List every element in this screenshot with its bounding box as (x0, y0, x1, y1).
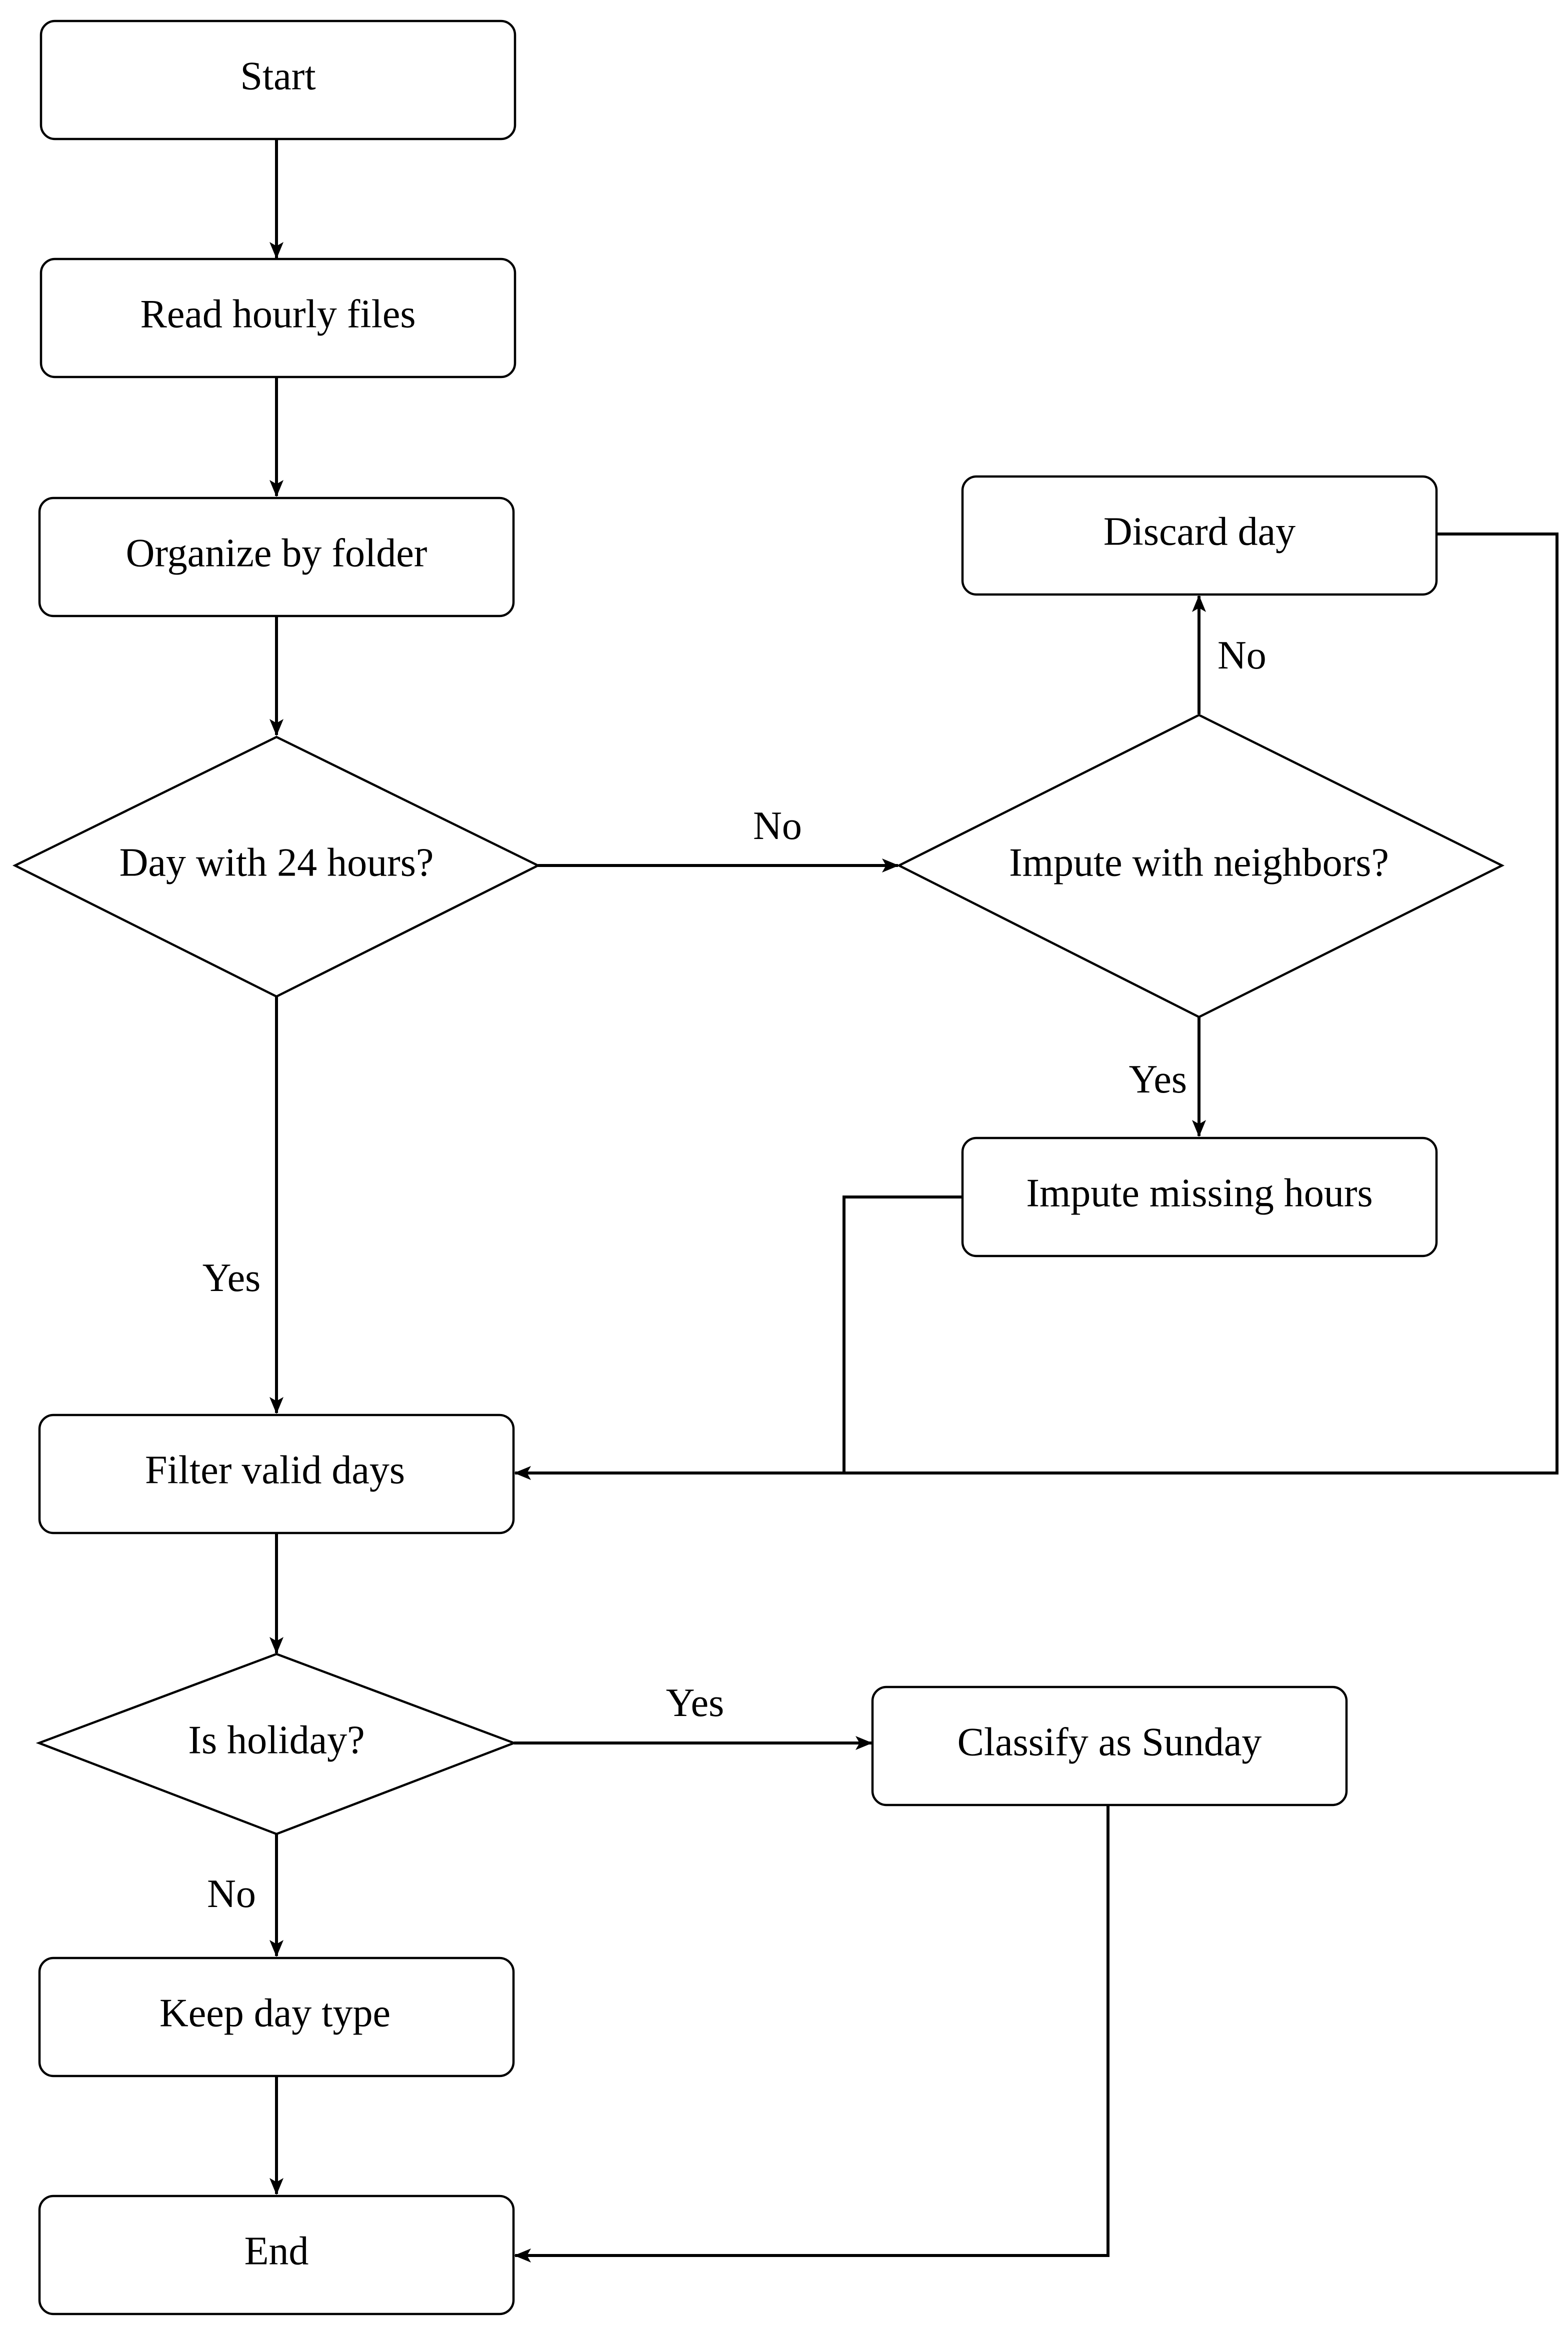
node-keep-day-type: Keep day type (38, 1956, 515, 2078)
edge-label-impute-no: No (1218, 634, 1266, 678)
node-is-holiday: Is holiday? (36, 1652, 518, 1836)
node-filter-valid-days: Filter valid days (38, 1414, 515, 1534)
node-discard-day-label: Discard day (1104, 510, 1296, 554)
node-filter-valid-days-label: Filter valid days (145, 1448, 405, 1492)
node-day-with-24-hours-label: Day with 24 hours? (120, 840, 434, 884)
node-keep-day-type-label: Keep day type (160, 1991, 390, 2035)
node-impute-missing-hours: Impute missing hours (961, 1136, 1438, 1258)
node-end-label: End (244, 2229, 309, 2273)
node-discard-day: Discard day (961, 475, 1438, 596)
edge-impute-hours-to-filter (842, 1196, 962, 1473)
node-start: Start (40, 20, 516, 140)
edge-label-holiday-yes: Yes (666, 1681, 724, 1725)
node-is-holiday-label: Is holiday? (188, 1718, 364, 1762)
edges (270, 140, 1558, 2262)
node-impute-with-neighbors-label: Impute with neighbors? (1009, 840, 1389, 884)
edge-discard-to-filter (514, 532, 1558, 1480)
edge-classify-to-end (514, 1805, 1110, 2262)
node-read-hourly-files-label: Read hourly files (140, 292, 416, 336)
node-read-hourly-files: Read hourly files (40, 258, 516, 378)
edge-label-day24-yes: Yes (202, 1256, 260, 1300)
node-start-label: Start (240, 54, 316, 98)
node-organize-by-folder-label: Organize by folder (126, 531, 428, 575)
edge-label-day24-no: No (753, 804, 802, 848)
nodes: Start Read hourly files Organize by fold… (12, 20, 1505, 2316)
edge-label-impute-yes: Yes (1129, 1058, 1187, 1102)
node-impute-with-neighbors: Impute with neighbors? (896, 714, 1505, 1018)
node-organize-by-folder: Organize by folder (38, 496, 515, 618)
node-day-with-24-hours: Day with 24 hours? (12, 736, 541, 998)
node-impute-missing-hours-label: Impute missing hours (1026, 1171, 1372, 1215)
edge-labels: No Yes No Yes Yes No (202, 634, 1266, 1916)
node-classify-as-sunday-label: Classify as Sunday (958, 1720, 1262, 1764)
node-end: End (38, 2194, 515, 2316)
edge-label-holiday-no: No (207, 1872, 256, 1916)
node-classify-as-sunday: Classify as Sunday (871, 1686, 1348, 1806)
